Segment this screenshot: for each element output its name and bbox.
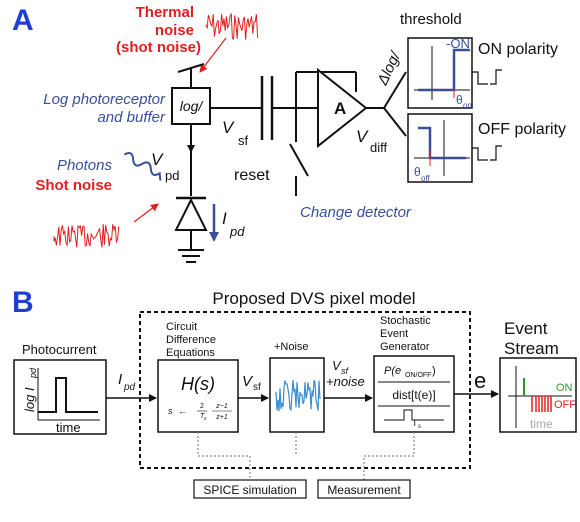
theta-off-label: θ [414,165,421,179]
shot-noise-paren-label: (shot noise) [116,39,201,56]
off-polarity-label: OFF polarity [478,121,566,138]
spice-simulation-box [193,479,307,499]
theta-on-subscript: on [463,101,472,110]
threshold-label: threshold [400,11,462,28]
stochastic-label-2: Event [380,328,408,340]
event-stream-label-1: Event [504,319,548,338]
vpd-subscript: pd [165,168,179,183]
vsf-noise-label: V [332,358,342,373]
transfer-function-label: H(s) [181,374,215,394]
on-pulse-icon [490,69,502,85]
stochastic-label-3: Generator [380,341,430,353]
ts-subscript: s [418,424,421,430]
log-photoreceptor-label: Log photoreceptor [43,91,166,108]
vsf-noise-subscript: sf [341,366,350,376]
p-eon-label: P(e [384,365,401,377]
time-axis-label: time [56,420,81,435]
theta-on-label: θ [456,93,463,107]
thermal-noise-arrow [199,37,227,73]
event-stream-box [499,357,577,433]
photons-label: Photons [57,157,113,174]
panel-a-label: A [12,4,34,37]
event-stream-label-2: Stream [504,339,559,358]
eq-ts-sub: s [204,416,207,422]
vsf-out-label: V [242,373,254,390]
ipd-subscript: pd [229,224,245,239]
spice-simulation-label: SPICE simulation [203,483,296,497]
validation-links [197,432,415,480]
and-buffer-label: and buffer [97,109,166,126]
photocurrent-label: Photocurrent [22,342,97,357]
log-ipd-subscript: pd [28,367,38,379]
log-box-label: log/ [180,98,205,114]
on-polarity-label: ON polarity [478,41,558,58]
eq-s: s [168,406,173,416]
photon-wave-icon [123,152,162,181]
measurement-box [317,479,411,499]
on-level-label: -ON [446,36,470,51]
shot-noise-arrow [133,203,159,223]
off-event-spikes [531,396,552,412]
measurement-label: Measurement [327,483,401,497]
on-event-label: ON [556,382,573,394]
off-pulse-icon [490,145,502,161]
panel-b-label: B [12,286,34,319]
p-eon-close: ) [432,365,436,377]
eq-num-z: z−1 [215,403,228,410]
shot-noise-waveform [53,224,120,248]
amplifier [317,67,368,149]
shot-noise-label: Shot noise [35,177,112,194]
change-detector-label: Change detector [300,204,412,221]
eq-arrow: ← [178,406,187,416]
model-dashed-box [139,311,471,469]
photocurrent-box [13,359,107,435]
vsf-subscript: sf [238,133,249,148]
circuit-box [157,359,239,433]
log-box [171,87,211,125]
ipd-input-subscript: pd [123,382,136,393]
ipd-input-label: I [118,371,122,388]
vdiff-subscript: diff [370,140,387,155]
event-generator-box [373,355,455,433]
vsf-out-subscript: sf [253,382,261,393]
eq-num-2: 2 [200,403,204,410]
vsf-label: V [222,118,235,137]
noise-signal-waveform [275,379,321,412]
circuit-label-2: Difference [166,334,216,346]
event-time-label: time [530,417,553,431]
thermal-noise-waveform [205,13,259,41]
off-comparator [407,113,473,183]
photodiode [174,197,208,231]
photocurrent-pulse [38,377,98,413]
log-ipd-axis-label: log I [22,387,37,412]
ts-label: T [412,418,418,428]
thermal-noise-label: Thermal [136,4,194,21]
eq-ts: T [200,413,205,420]
circuit-label-3: Equations [166,347,215,359]
vdiff-label: V [356,127,369,146]
ipd-label: I [222,209,227,228]
p-eon-subscript: ON/OFF [405,372,431,379]
amplifier-label: A [334,99,346,118]
off-threshold-curve [418,126,466,160]
on-threshold-curve [418,48,470,92]
event-e-label: e [474,368,486,393]
theta-off-subscript: off [421,174,431,183]
reset-label: reset [234,167,270,184]
dist-label: dist[t(e)] [392,388,435,402]
off-event-label: OFF [554,399,576,411]
model-title: Proposed DVS pixel model [212,289,415,308]
plus-noise-label: +noise [326,374,365,389]
noise-block-label: +Noise [274,341,309,353]
eq-den-z: z+1 [215,414,228,421]
circuit-label-1: Circuit [166,321,197,333]
vpd-label: V [151,150,164,169]
noise-label-line2: noise [155,22,194,39]
reset-switch [289,143,309,177]
stochastic-label-1: Stochastic [380,315,431,327]
